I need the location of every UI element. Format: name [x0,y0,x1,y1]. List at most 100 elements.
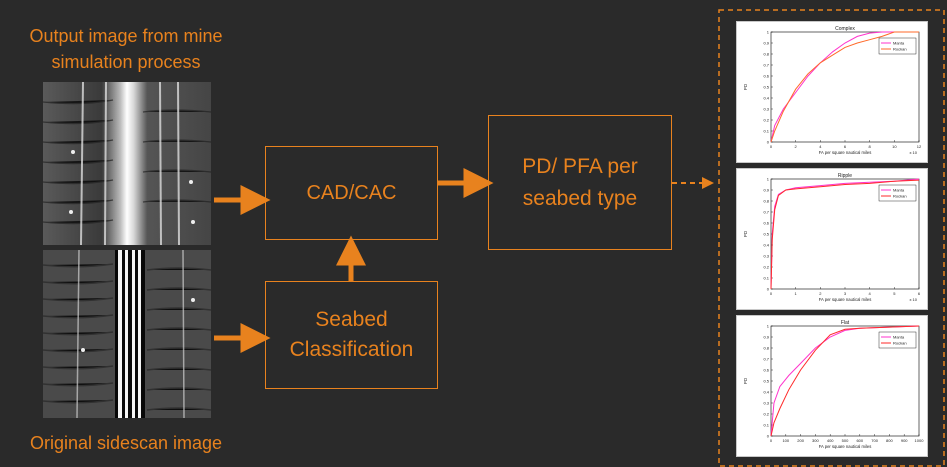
x-tick-label: 10 [892,144,897,149]
x-tick-label: 0 [770,438,773,443]
legend-label: Manta [893,188,905,193]
y-tick-label: 0.6 [763,221,769,226]
y-tick-label: 0.7 [763,357,769,362]
plot-ripple-svg: Ripple 0 0.1 0.2 0.3 0.4 0.5 0.6 0.7 0.8 0.9 1 0 1 2 3 4… [743,173,921,302]
x-tick-label: 2 [819,291,822,296]
y-tick-label: 0.3 [763,254,769,259]
y-tick-label: 1 [767,30,770,35]
chart-title: Flat [841,320,850,326]
legend-box [878,184,917,202]
y-tick-label: 0.3 [763,107,769,112]
y-axis-label: PD [743,83,748,90]
seabed-line2: Classification [289,338,414,361]
series-line-rockan [770,179,920,290]
y-tick-label: 0.5 [763,232,769,237]
y-tick-label: 0.4 [763,96,769,101]
plot-flat: Flat 0 0.1 0.2 0.3 0.4 0.5 0.6 0.7 0.8 0.9 1 0 100 200… [736,315,928,457]
x-tick-label: 0 [770,144,773,149]
original-sonar-image [43,250,211,418]
x-tick-label: 12 [917,144,922,149]
chart-title: Ripple [838,173,852,179]
output-label-line1: Output image from mine [29,26,223,46]
y-tick-label: 0.4 [763,390,769,395]
x-tick-label: 500 [842,438,849,443]
series-line-rockan [770,325,920,437]
y-tick-label: 0 [767,434,770,439]
output-image-label: Output image from mine simulation proces… [0,23,252,75]
y-tick-label: 0.9 [763,335,769,340]
pd-pfa-line1: PD/ PFA per [522,154,638,178]
y-tick-label: 0.6 [763,74,769,79]
y-tick-label: 0.1 [763,276,769,281]
x-tick-label: 2 [795,144,798,149]
x-exponent-label: x 10 [909,297,917,302]
legend-box [878,331,917,349]
pd-pfa-box: PD/ PFA per seabed type [488,115,672,250]
y-tick-label: 0.4 [763,243,769,248]
output-label-line2: simulation process [51,52,201,72]
x-tick-label: 1 [795,291,798,296]
y-axis-label: PD [743,230,748,237]
x-axis-label: FA per square nautical miles [819,297,872,302]
y-tick-label: 0.2 [763,412,769,417]
y-tick-label: 0.1 [763,423,769,428]
original-image-label: Original sidescan image [29,433,223,453]
y-tick-label: 0.8 [763,52,769,57]
y-tick-label: 0.1 [763,129,769,134]
x-tick-label: 700 [871,438,878,443]
legend-label: Manta [893,41,905,46]
y-tick-label: 0.7 [763,63,769,68]
legend-label: Manta [893,335,905,340]
x-tick-label: 900 [901,438,908,443]
x-tick-label: 1000 [915,438,925,443]
x-tick-label: 100 [782,438,789,443]
y-tick-label: 0.7 [763,210,769,215]
y-tick-label: 0.9 [763,188,769,193]
y-tick-label: 0.2 [763,265,769,270]
x-axis-label: FA per square nautical miles [819,444,872,449]
x-tick-label: 5 [893,291,896,296]
plots-dashed-frame [718,9,945,467]
plot-ripple: Ripple 0 0.1 0.2 0.3 0.4 0.5 0.6 0.7 0.8 0.9 1 0 1 2 3 4… [736,168,928,310]
y-tick-label: 1 [767,324,770,329]
x-tick-label: 4 [819,144,822,149]
plot-flat-svg: Flat 0 0.1 0.2 0.3 0.4 0.5 0.6 0.7 0.8 0.9 1 0 100 200… [743,320,925,449]
x-tick-label: 800 [886,438,893,443]
simulated-sonar-image [43,82,211,245]
legend-label: Rockan [893,194,907,199]
y-tick-label: 0 [767,287,770,292]
x-exponent-label: x 10 [909,150,917,155]
y-tick-label: 0.9 [763,41,769,46]
x-tick-label: 6 [918,291,921,296]
x-tick-label: 0 [770,291,773,296]
x-tick-label: 4 [869,291,872,296]
y-tick-label: 0.5 [763,379,769,384]
x-tick-label: 8 [869,144,872,149]
seabed-line1: Seabed [315,308,388,331]
y-tick-label: 0.2 [763,118,769,123]
y-axis-label: PD [743,377,748,384]
x-tick-label: 600 [856,438,863,443]
x-tick-label: 3 [844,291,847,296]
y-tick-label: 1 [767,177,770,182]
y-tick-label: 0.8 [763,346,769,351]
y-tick-label: 0.6 [763,368,769,373]
legend-label: Rockan [893,47,907,52]
y-tick-label: 0 [767,140,770,145]
y-tick-label: 0.8 [763,199,769,204]
seabed-classification-box: Seabed Classification [265,281,438,389]
pd-pfa-line2: seabed type [522,186,638,210]
legend-label: Rockan [893,341,907,346]
x-axis-label: FA per square nautical miles [819,150,872,155]
series-line-manta [770,31,919,143]
x-tick-label: 200 [797,438,804,443]
series-line-rockan [770,31,919,143]
x-tick-label: 400 [827,438,834,443]
y-tick-label: 0.3 [763,401,769,406]
cad-cac-label: CAD/CAC [306,181,397,204]
x-tick-label: 6 [844,144,847,149]
chart-title: Complex [835,26,855,32]
